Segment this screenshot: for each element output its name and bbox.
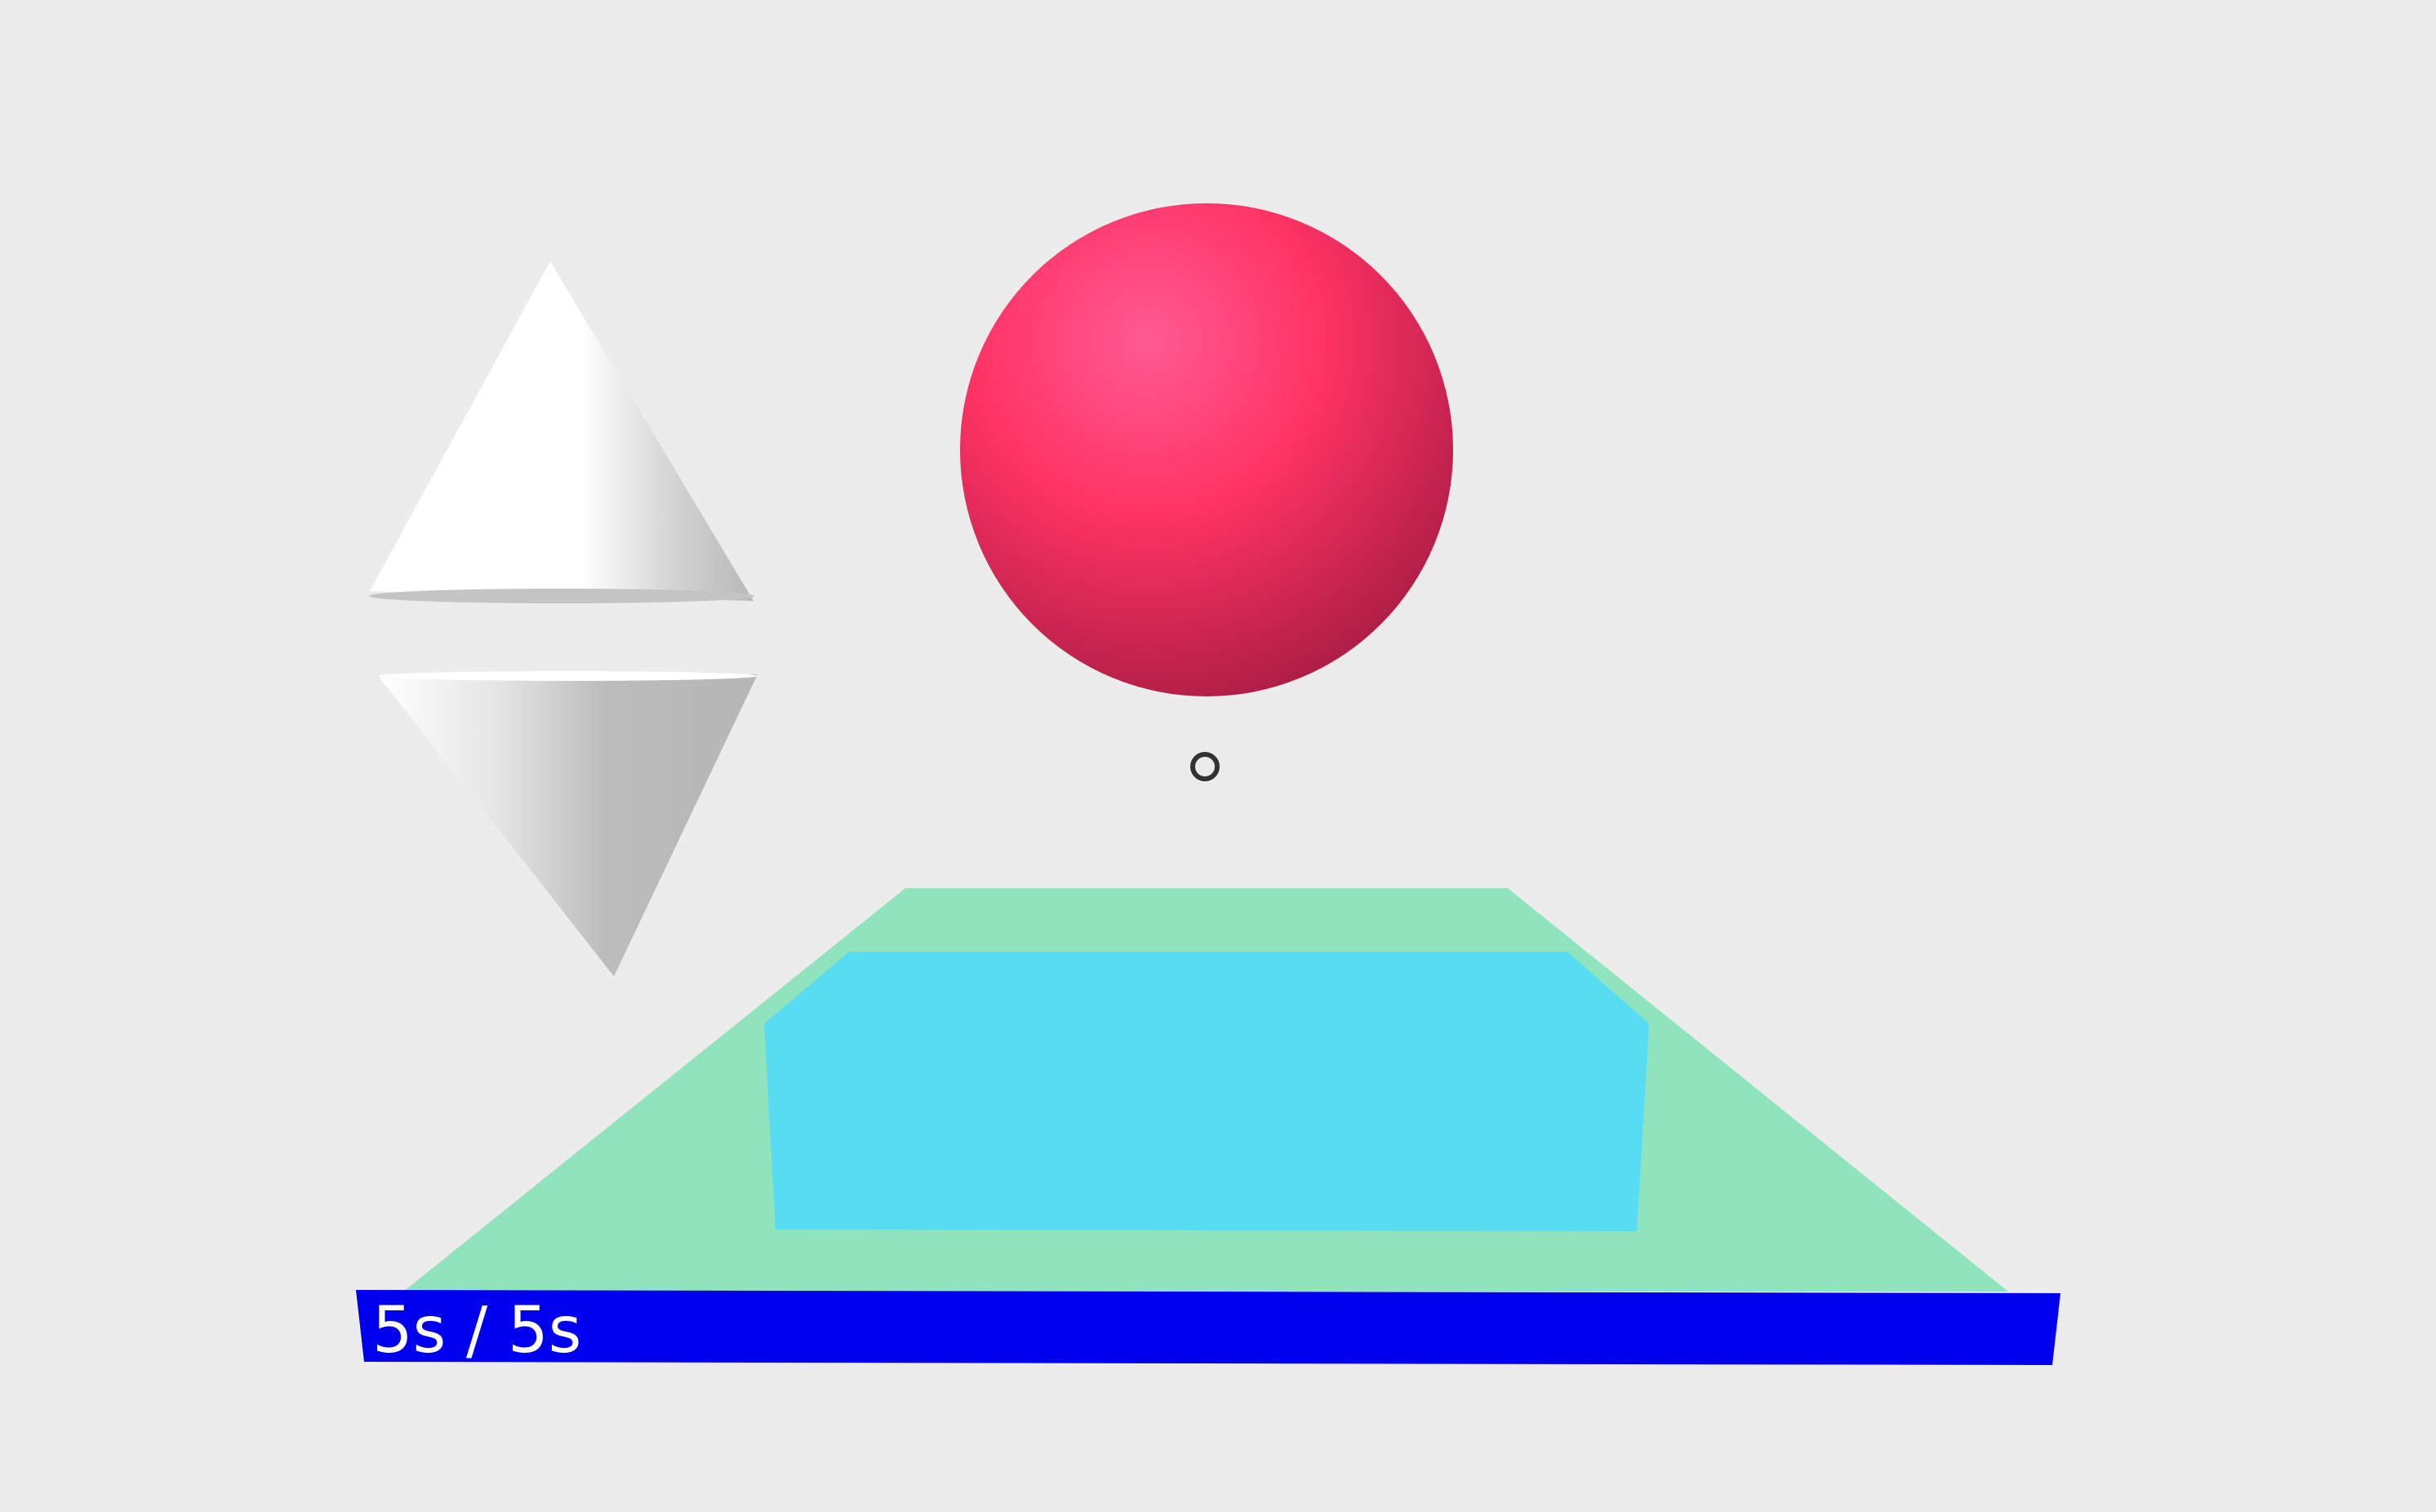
cone-upright-body [370,261,753,601]
timer-text: 5s / 5s [372,1294,581,1367]
timer-bar [356,1290,2060,1365]
cone-upright-base [369,589,754,603]
cone-inverted-body [380,674,758,976]
white-cone-upright[interactable] [369,261,754,603]
cyan-pool [764,952,1649,1231]
cone-inverted-top [379,671,758,681]
crosshair-icon [1190,752,1220,781]
white-cone-inverted[interactable] [379,671,758,976]
red-sphere[interactable] [960,203,1453,696]
